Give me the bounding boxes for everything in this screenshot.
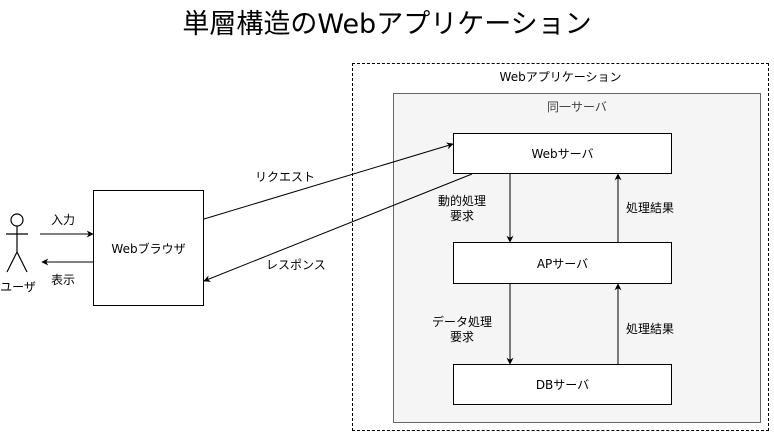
dynamic-request-label: 動的処理 要求 (437, 194, 486, 223)
result-ap-to-web-label: 処理結果 (626, 201, 675, 215)
result-db-to-ap-label: 処理結果 (626, 322, 675, 336)
response-label: レスポンス (266, 258, 326, 272)
web-browser-label: Webブラウザ (111, 241, 186, 256)
page-title: 単層構造のWebアプリケーション (182, 9, 592, 40)
data-request-label: データ処理 要求 (431, 315, 492, 344)
response-arrow (203, 173, 473, 282)
display-label: 表示 (51, 273, 76, 287)
same-server-group-label: 同一サーバ (547, 100, 607, 114)
web-browser-node: Webブラウザ (93, 190, 204, 306)
ap-server-node: APサーバ (453, 242, 672, 284)
request-arrow (203, 142, 454, 220)
web-application-group-label: Webアプリケーション (499, 70, 622, 84)
web-server-node: Webサーバ (453, 133, 672, 174)
request-label: リクエスト (255, 170, 316, 184)
user-actor-icon (6, 213, 28, 273)
input-label: 入力 (51, 213, 76, 227)
web-application-group (352, 63, 769, 431)
ap-server-label: APサーバ (536, 256, 589, 271)
user-actor-label: ユーザ (0, 280, 36, 294)
db-server-node: DBサーバ (453, 364, 672, 405)
db-server-label: DBサーバ (535, 378, 590, 392)
web-server-label: Webサーバ (531, 147, 594, 161)
